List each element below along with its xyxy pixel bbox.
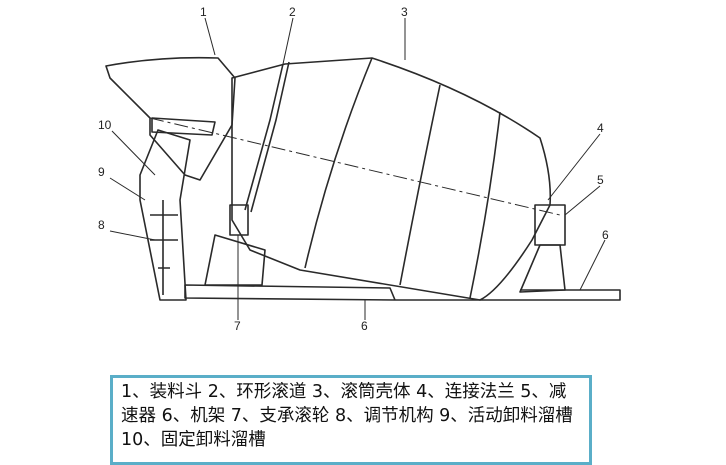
- label-6a: 6: [602, 228, 609, 242]
- drum-band-2: [399, 84, 441, 286]
- drum-axis: [149, 117, 561, 216]
- label-3: 3: [401, 5, 408, 19]
- label-9: 9: [98, 165, 105, 179]
- label-8: 8: [98, 218, 105, 232]
- support-roller: [229, 204, 249, 236]
- mixer-drum-diagram: 1 2 3 4 5 6 6 7 8 9 10: [98, 5, 621, 333]
- drum-band-3: [469, 111, 501, 299]
- label-7: 7: [234, 319, 241, 333]
- label-4: 4: [597, 121, 604, 135]
- label-10: 10: [98, 118, 112, 132]
- movable-chute: [139, 129, 191, 301]
- drum-shell: [231, 57, 552, 301]
- label-1: 1: [200, 5, 207, 19]
- drum-band-1: [304, 57, 373, 269]
- label-6b: 6: [361, 319, 368, 333]
- label-2: 2: [289, 5, 296, 19]
- label-5: 5: [597, 173, 604, 187]
- fixed-chute: [151, 117, 216, 136]
- adjust-mechanism: [150, 200, 178, 295]
- ring-track: [244, 61, 290, 213]
- frame: [184, 284, 621, 301]
- hopper: [105, 56, 236, 181]
- parts-caption: 1、装料斗 2、环形滚道 3、滚筒壳体 4、连接法兰 5、减速器 6、机架 7、…: [110, 375, 592, 465]
- part-labels: 1 2 3 4 5 6 6 7 8 9 10: [98, 5, 609, 333]
